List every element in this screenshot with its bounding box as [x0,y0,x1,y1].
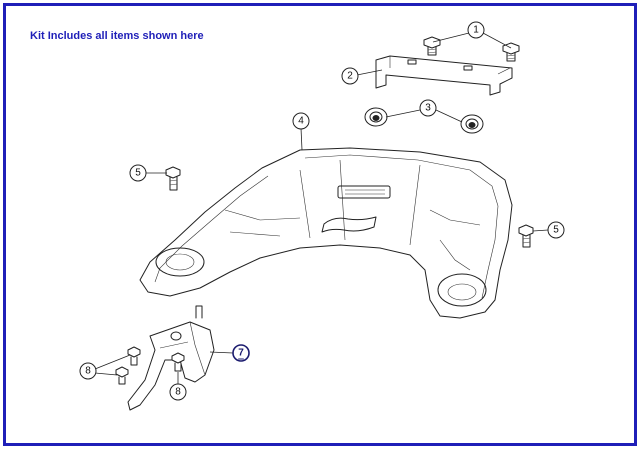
bolt-part-5-right [518,224,534,248]
svg-text:5: 5 [135,168,141,179]
svg-text:8: 8 [175,387,181,398]
callout-4: 4 [292,112,310,130]
bolt-part-8c [171,352,185,372]
callout-7: 7 [232,344,250,362]
callout-1: 1 [467,21,485,39]
bolt-part-8a [127,346,141,366]
svg-text:8: 8 [85,366,91,377]
callout-2: 2 [341,67,359,85]
svg-text:3: 3 [425,103,431,114]
bracket-part-2 [375,55,513,96]
diagram-frame [3,3,637,446]
grommet-part-3b [460,114,484,134]
grommet-part-3a [364,107,388,127]
callout-8-bottom: 8 [169,383,187,401]
bolt-part-1b [502,42,520,62]
svg-text:4: 4 [298,116,304,127]
bracket-part-7 [127,305,215,411]
bolt-part-1a [423,36,441,56]
svg-text:7: 7 [238,348,244,359]
svg-text:5: 5 [553,225,559,236]
bolt-part-8b [115,366,129,385]
svg-text:1: 1 [473,25,479,36]
kit-note: Kit Includes all items shown here [30,30,204,42]
leader-lines [94,32,549,384]
svg-text:2: 2 [347,71,353,82]
bolt-part-5-left [165,166,181,191]
engine-cover-part-4 [139,147,513,319]
callout-5-right: 5 [547,221,565,239]
callout-3: 3 [419,99,437,117]
callout-5-left: 5 [129,164,147,182]
callout-8-left: 8 [79,362,97,380]
